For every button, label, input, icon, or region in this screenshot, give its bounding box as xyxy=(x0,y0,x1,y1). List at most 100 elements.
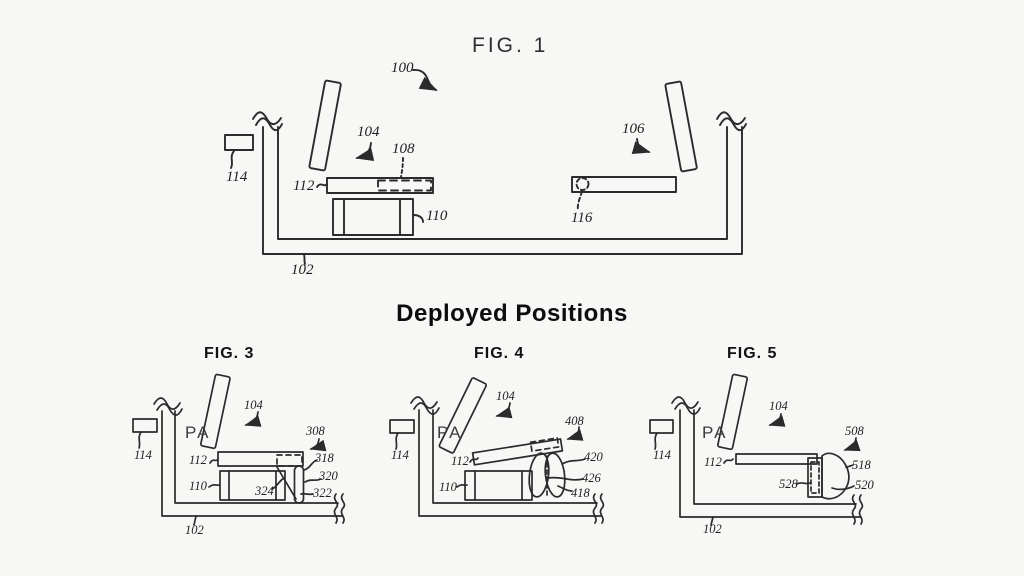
deployed-positions-title: Deployed Positions xyxy=(396,300,628,327)
fig3-inner-wall-floor xyxy=(174,410,339,504)
fig5-ref-104: 104 xyxy=(769,399,788,413)
fig5-leader-528 xyxy=(796,482,811,485)
fig3-ref-110: 110 xyxy=(189,479,207,493)
fig5-leader-102 xyxy=(710,516,714,526)
fig5-wall-break xyxy=(671,396,699,409)
fig4-title: FIG. 4 xyxy=(474,345,525,362)
fig3-ref-320: 320 xyxy=(319,469,338,483)
fig1-ref-110: 110 xyxy=(426,208,448,224)
fig1-arrow-104 xyxy=(355,142,375,161)
fig3-module xyxy=(276,454,303,467)
fig4-pa-label: PA xyxy=(437,423,463,442)
fig3-outer-wall-floor xyxy=(161,410,343,517)
fig4-ref-112: 112 xyxy=(451,454,469,468)
fig3-ref-102: 102 xyxy=(185,523,204,537)
fig4-airbag-lobe xyxy=(528,452,550,498)
fig3-ref-322: 322 xyxy=(313,486,332,500)
fig5-floor-break xyxy=(858,494,864,525)
fig3-leader-322 xyxy=(300,492,314,496)
fig1-leader-102 xyxy=(303,253,306,265)
fig4-ref-420: 420 xyxy=(584,450,603,464)
fig3-diagonal-strut xyxy=(276,466,297,500)
fig5-floor-break xyxy=(851,494,857,525)
fig4-ref-110: 110 xyxy=(439,480,457,494)
fig1-arrow-100 xyxy=(412,68,438,91)
fig1-ref-112: 112 xyxy=(293,178,315,194)
fig1-left-seat-back xyxy=(308,79,342,172)
fig3-drawing xyxy=(132,373,346,526)
fig4-display xyxy=(389,419,415,434)
fig5-leader-518 xyxy=(845,464,854,468)
fig4-wall-break xyxy=(410,396,438,409)
fig4-outer-wall-floor xyxy=(418,409,602,517)
fig1-right-seat-back xyxy=(664,80,698,173)
fig3-leader-324 xyxy=(271,477,285,490)
fig1-ref-114: 114 xyxy=(226,169,248,185)
fig3-title: FIG. 3 xyxy=(204,345,255,362)
fig1-leader-116 xyxy=(576,190,583,212)
fig4-floor-break xyxy=(592,493,598,524)
fig4-inner-wall-floor xyxy=(432,409,598,504)
fig1-cabin-outer-wall xyxy=(262,126,743,255)
fig5-display xyxy=(649,419,674,434)
fig1-left-wall-break xyxy=(252,111,282,126)
fig5-module xyxy=(810,461,820,494)
fig5-inner-wall-floor xyxy=(693,409,857,505)
fig3-display xyxy=(132,418,158,433)
fig1-arrow-106 xyxy=(631,138,651,154)
fig1-left-seat-base xyxy=(332,198,414,236)
fig4-wall-break xyxy=(413,402,440,415)
fig1-ref-116: 116 xyxy=(571,210,593,226)
fig3-ref-114: 114 xyxy=(134,448,152,462)
fig5-wall-break xyxy=(674,402,701,415)
fig5-ref-102: 102 xyxy=(703,522,722,536)
fig1-leader-114 xyxy=(230,150,235,169)
fig4-ref-408: 408 xyxy=(565,414,584,428)
fig4-arrow-408 xyxy=(566,426,584,441)
fig3-arrow-308 xyxy=(309,438,327,452)
fig4-ref-104: 104 xyxy=(496,389,515,403)
fig5-ref-114: 114 xyxy=(653,448,671,462)
fig1-leader-110 xyxy=(412,214,424,223)
fig5-seat-back xyxy=(717,373,749,451)
fig5-leader-114 xyxy=(654,432,658,450)
fig1-stowed-device xyxy=(575,177,590,191)
fig1-title: FIG. 1 xyxy=(472,34,549,57)
fig5-ref-518: 518 xyxy=(852,458,871,472)
fig1-left-seat-cushion xyxy=(326,177,434,194)
fig3-ref-104: 104 xyxy=(244,398,263,412)
fig1-ref-100: 100 xyxy=(391,60,414,76)
fig5-title: FIG. 5 xyxy=(727,345,778,362)
fig3-deployed-panel xyxy=(293,465,305,504)
fig5-ref-508: 508 xyxy=(845,424,864,438)
fig3-wall-break xyxy=(156,403,183,416)
fig4-module xyxy=(529,437,560,452)
fig3-ref-318: 318 xyxy=(315,451,334,465)
fig3-ref-308: 308 xyxy=(306,424,325,438)
fig5-arrow-104 xyxy=(768,413,786,427)
fig3-ref-112: 112 xyxy=(189,453,207,467)
fig3-leader-320 xyxy=(304,478,322,483)
fig5-arrow-508 xyxy=(843,437,861,452)
fig4-leader-418 xyxy=(557,485,573,492)
fig1-ref-104: 104 xyxy=(357,124,380,140)
fig5-outer-wall-floor xyxy=(679,409,861,518)
fig3-leader-110 xyxy=(208,484,221,488)
fig1-cabin-inner-wall xyxy=(277,126,728,240)
fig4-seat-cushion-tilted xyxy=(471,438,564,466)
fig1-right-wall-break xyxy=(719,117,747,132)
fig5-drawing xyxy=(649,373,864,526)
fig1-ref-102: 102 xyxy=(291,262,314,278)
fig3-ref-324: 324 xyxy=(255,484,274,498)
fig4-arrow-104 xyxy=(495,402,513,419)
fig4-floor-break xyxy=(599,493,605,524)
fig1-ref-106: 106 xyxy=(622,121,645,137)
fig5-seat-cushion xyxy=(735,453,818,465)
fig1-left-wall-break xyxy=(255,117,283,132)
fig5-pa-label: PA xyxy=(702,423,728,442)
fig3-leader-114 xyxy=(138,431,142,449)
fig1-leader-108 xyxy=(400,157,404,178)
fig3-floor-break xyxy=(333,493,339,524)
fig3-seat-cushion xyxy=(217,451,304,467)
